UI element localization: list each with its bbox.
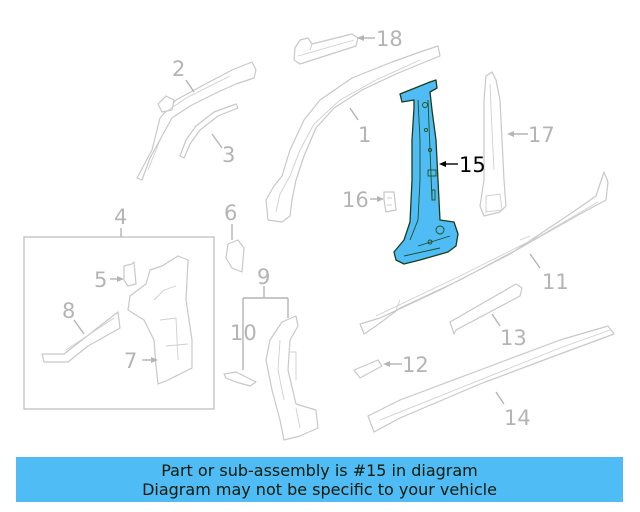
callout-15[interactable]: 15	[459, 153, 486, 177]
callout-16[interactable]: 16	[342, 188, 369, 212]
arrow-icon	[377, 196, 384, 202]
callout-14[interactable]: 14	[504, 406, 531, 430]
callout-4[interactable]: 4	[114, 205, 127, 229]
part-8[interactable]	[41, 311, 121, 363]
callout-13[interactable]: 13	[500, 326, 527, 350]
part-13[interactable]	[449, 283, 523, 335]
leader-1	[349, 107, 359, 121]
callout-17[interactable]: 17	[528, 123, 555, 147]
part-1[interactable]	[265, 45, 441, 223]
leader-14	[495, 391, 505, 405]
arrow-icon	[383, 361, 390, 367]
leader-2	[185, 79, 195, 93]
callout-7[interactable]: 7	[124, 349, 137, 373]
callout-3[interactable]: 3	[222, 143, 235, 167]
part-11[interactable]	[359, 171, 609, 335]
part-16[interactable]	[383, 191, 397, 213]
part-2[interactable]	[136, 61, 257, 181]
info-banner: Part or sub-assembly is #15 in diagram D…	[16, 457, 623, 502]
callout-8[interactable]: 8	[62, 299, 75, 323]
banner-line-2: Diagram may not be specific to your vehi…	[142, 480, 497, 499]
arrow-icon	[507, 131, 514, 137]
leader-13	[491, 313, 501, 327]
callout-1[interactable]: 1	[358, 123, 371, 147]
banner-line-1: Part or sub-assembly is #15 in diagram	[161, 461, 478, 480]
leader-3	[211, 133, 223, 149]
arrow-icon	[357, 35, 364, 41]
callout-12[interactable]: 12	[402, 353, 429, 377]
callout-5[interactable]: 5	[94, 268, 107, 292]
part-6[interactable]	[225, 239, 245, 273]
callout-11[interactable]: 11	[542, 270, 569, 294]
part-17[interactable]	[479, 71, 507, 217]
leader-8	[73, 319, 85, 335]
part-5[interactable]	[123, 261, 137, 287]
callout-18[interactable]: 18	[376, 27, 403, 51]
part-15-highlighted[interactable]	[393, 79, 459, 265]
leader-9-bracket	[242, 286, 289, 370]
part-3[interactable]	[179, 103, 239, 159]
callout-10[interactable]: 10	[230, 321, 257, 345]
part-10[interactable]	[223, 371, 257, 387]
arrow-icon	[439, 161, 446, 167]
part-12[interactable]	[353, 359, 383, 379]
part-7[interactable]	[127, 255, 193, 385]
part-14[interactable]	[367, 325, 615, 433]
arrow-icon	[151, 357, 158, 363]
group-box-4	[23, 236, 215, 410]
callout-6[interactable]: 6	[224, 201, 237, 225]
part-18[interactable]	[293, 33, 359, 65]
part-9[interactable]	[265, 315, 319, 441]
callout-2[interactable]: 2	[172, 57, 185, 81]
leader-11	[529, 253, 541, 269]
callout-9[interactable]: 9	[257, 265, 270, 289]
arrow-icon	[117, 276, 124, 282]
